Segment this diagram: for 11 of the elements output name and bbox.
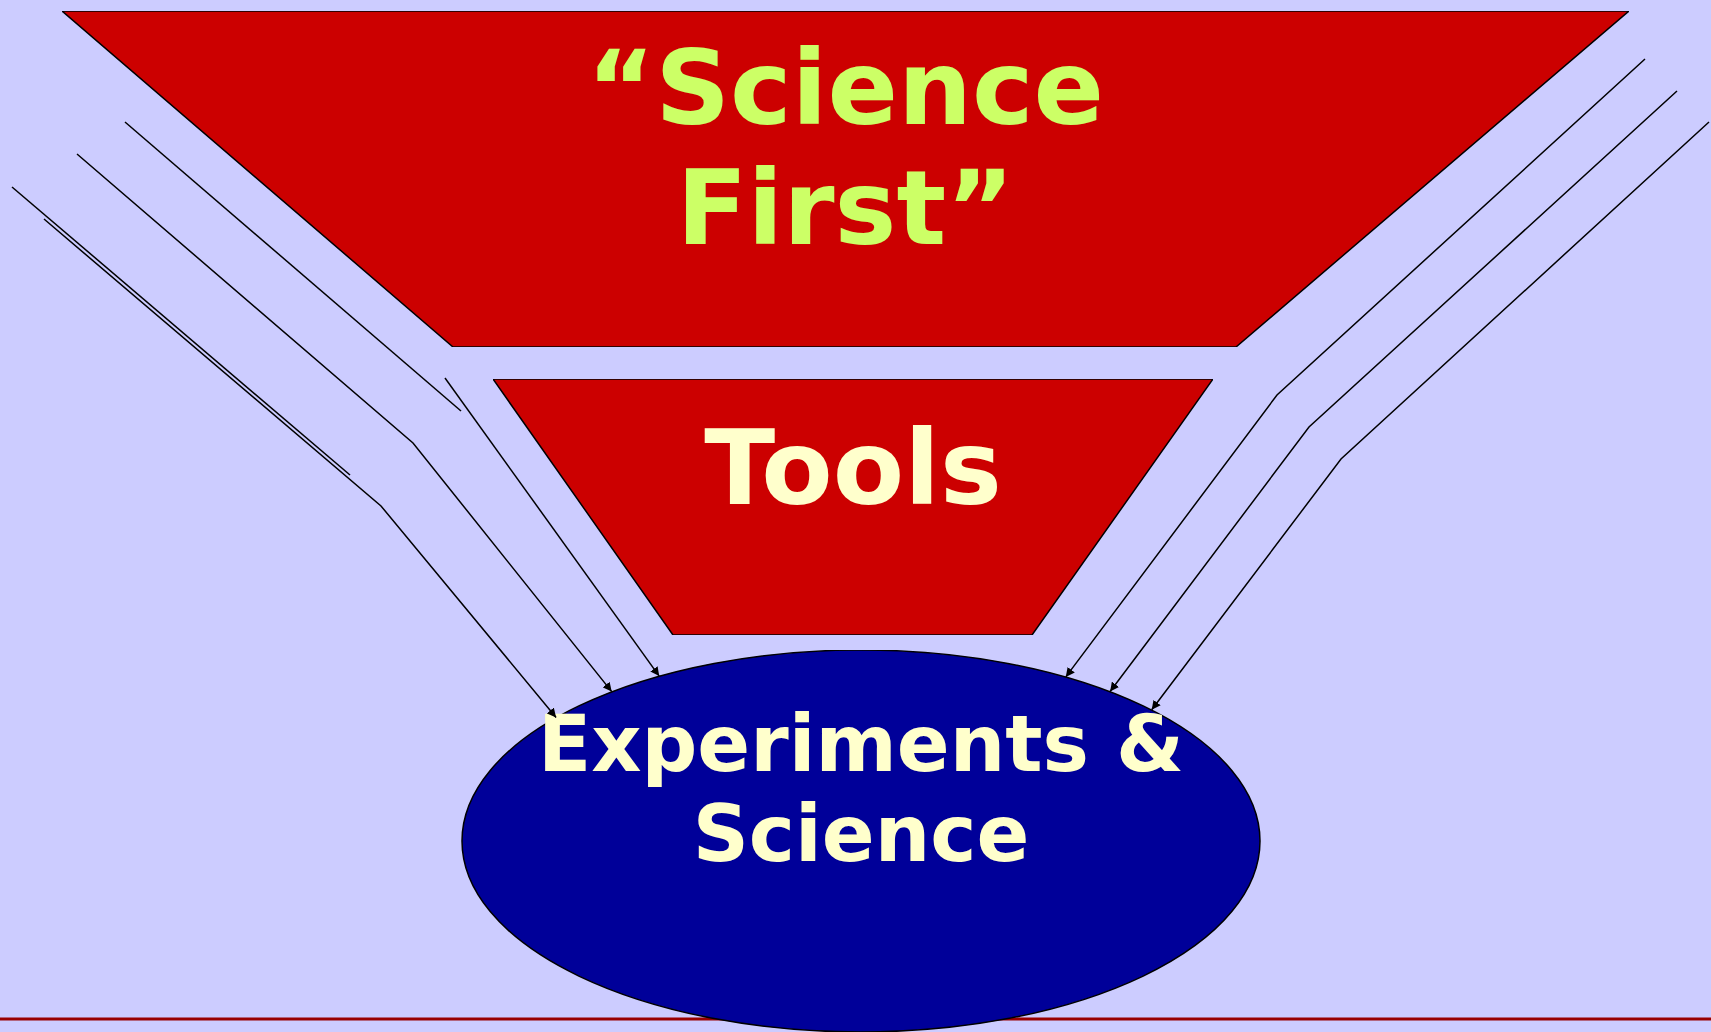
arrow: [1150, 121, 1710, 711]
node-label: Experiments & Science: [536, 700, 1186, 880]
node-label: “Science First”: [585, 29, 1106, 269]
arrow: [1109, 90, 1678, 693]
node-label: Tools: [703, 409, 1003, 529]
trapezoid-node: [62, 11, 1629, 347]
trapezoid-node: [493, 379, 1213, 635]
arrow: [76, 153, 613, 693]
arrow: [444, 377, 660, 677]
arrow: [1065, 58, 1646, 678]
arrow: [43, 218, 557, 719]
